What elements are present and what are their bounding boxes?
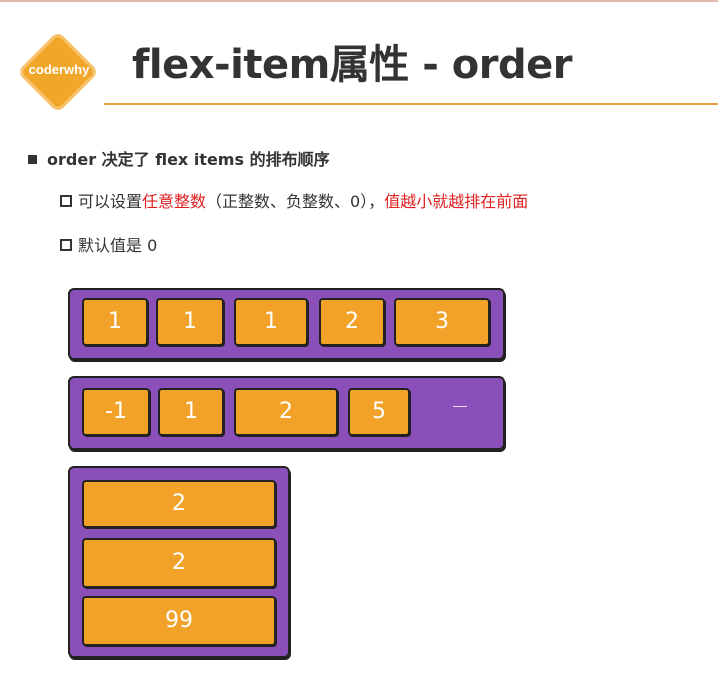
flex-item: 99 (82, 596, 276, 646)
flex-item: 1 (158, 388, 224, 436)
flex-item: 2 (319, 298, 385, 346)
flex-item: -1 (82, 388, 150, 436)
sub-bullet-default: 默认值是 0 (60, 232, 157, 256)
main-bullet-text: order 决定了 flex items 的排布顺序 (47, 150, 330, 169)
flex-item: 2 (234, 388, 338, 436)
sub1-text-highlight-a: 任意整数 (142, 192, 207, 211)
flex-container-row-1: 1 1 1 2 3 (68, 288, 505, 360)
top-rule (0, 0, 718, 2)
flex-item: 3 (394, 298, 490, 346)
hollow-square-bullet-icon (60, 239, 72, 251)
flex-item: 2 (82, 538, 276, 588)
flex-item: 1 (234, 298, 308, 346)
ghost-dash (453, 406, 467, 407)
flex-item: 1 (82, 298, 148, 346)
flex-container-row-2: -1 1 2 5 (68, 376, 505, 450)
filled-square-bullet-icon (28, 155, 37, 164)
sub-bullet-range: 可以设置任意整数（正整数、负整数、0），值越小就越排在前面 (60, 188, 528, 212)
hollow-square-bullet-icon (60, 195, 72, 207)
flex-item: 1 (156, 298, 224, 346)
sub1-text-b: （正整数、负整数、0）， (206, 192, 385, 211)
logo-text: coderwhy (28, 62, 90, 77)
flex-item: 5 (348, 388, 410, 436)
flex-container-column: 2 2 99 (68, 466, 290, 658)
coderwhy-logo: coderwhy (16, 30, 100, 114)
sub1-text-a: 可以设置 (78, 192, 143, 211)
sub1-text-highlight-b: 值越小就越排在前面 (384, 192, 529, 211)
main-bullet: order 决定了 flex items 的排布顺序 (28, 146, 330, 170)
slide-title: flex-item属性 - order (132, 42, 572, 88)
sub2-text: 默认值是 0 (78, 236, 158, 255)
title-underline (104, 103, 718, 105)
flex-item: 2 (82, 480, 276, 528)
